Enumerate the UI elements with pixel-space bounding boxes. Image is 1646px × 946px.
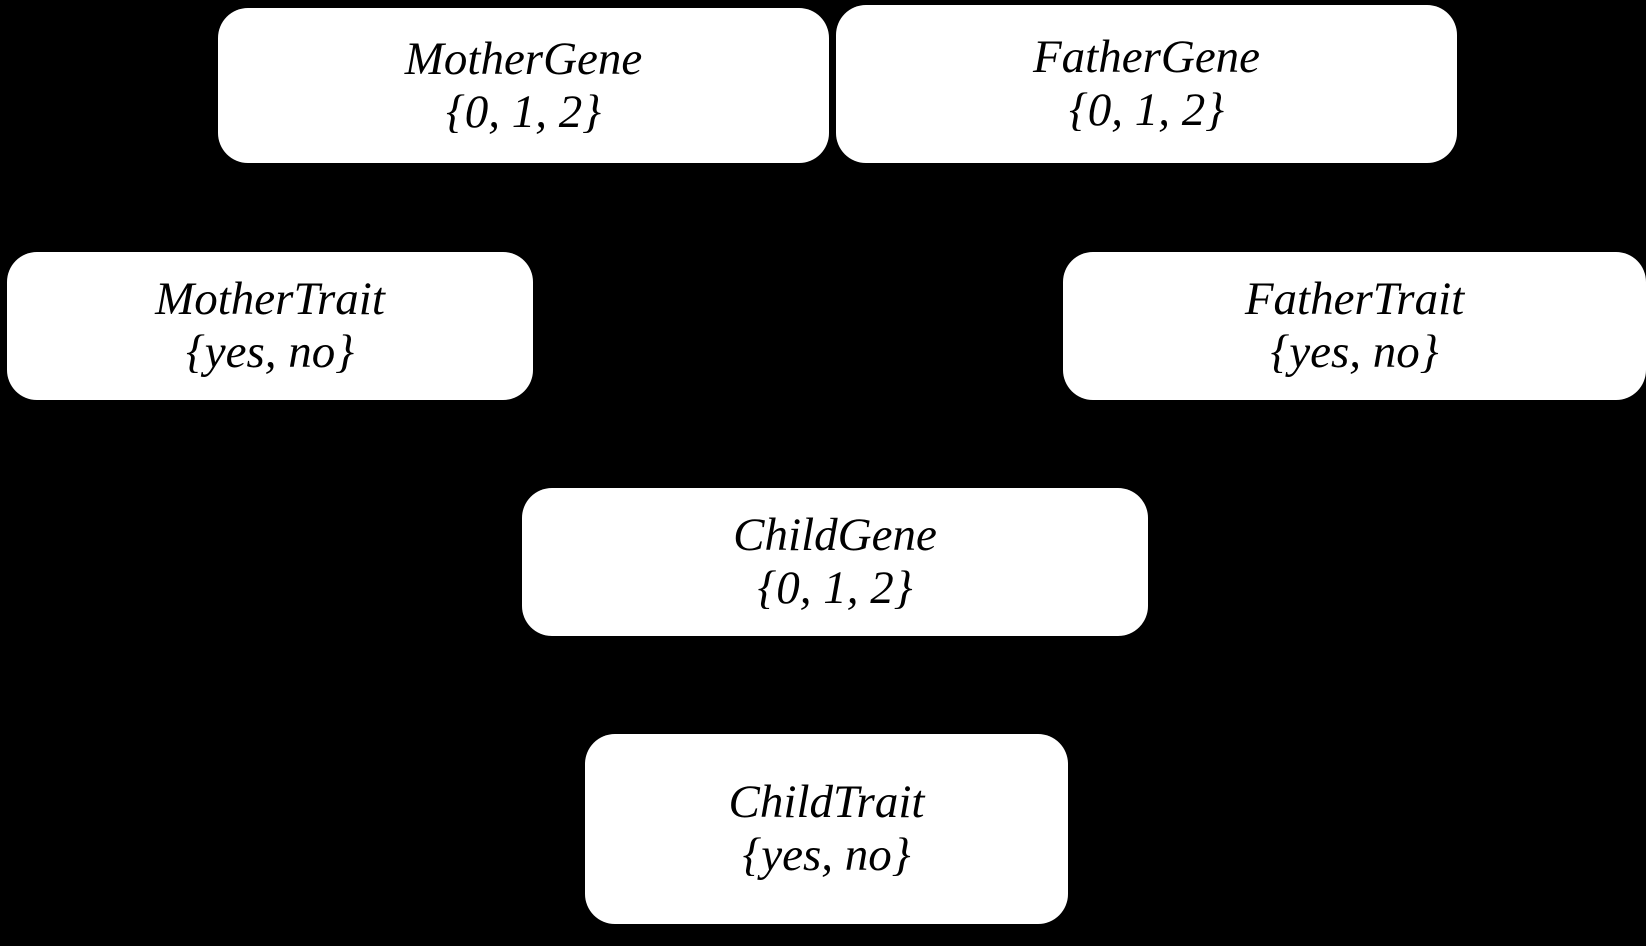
node-child-trait-title: ChildTrait [728, 776, 925, 829]
node-child-gene[interactable]: ChildGene {0, 1, 2} [522, 488, 1148, 636]
node-father-trait[interactable]: FatherTrait {yes, no} [1063, 252, 1646, 400]
node-child-trait-domain: {yes, no} [742, 829, 911, 881]
node-father-gene-domain: {0, 1, 2} [1068, 84, 1225, 136]
node-father-gene[interactable]: FatherGene {0, 1, 2} [836, 5, 1457, 163]
node-mother-gene-domain: {0, 1, 2} [445, 85, 602, 138]
node-father-gene-title: FatherGene [1032, 31, 1261, 84]
node-father-trait-title: FatherTrait [1244, 273, 1465, 326]
node-mother-trait-domain: {yes, no} [185, 326, 355, 378]
node-mother-gene[interactable]: MotherGene {0, 1, 2} [218, 8, 829, 163]
node-mother-trait-title: MotherTrait [155, 273, 385, 326]
node-mother-gene-title: MotherGene [404, 32, 643, 85]
node-child-trait[interactable]: ChildTrait {yes, no} [585, 734, 1068, 924]
node-child-gene-domain: {0, 1, 2} [757, 562, 913, 614]
node-mother-trait[interactable]: MotherTrait {yes, no} [7, 252, 533, 400]
node-child-gene-title: ChildGene [733, 509, 937, 562]
node-father-trait-domain: {yes, no} [1270, 326, 1439, 378]
